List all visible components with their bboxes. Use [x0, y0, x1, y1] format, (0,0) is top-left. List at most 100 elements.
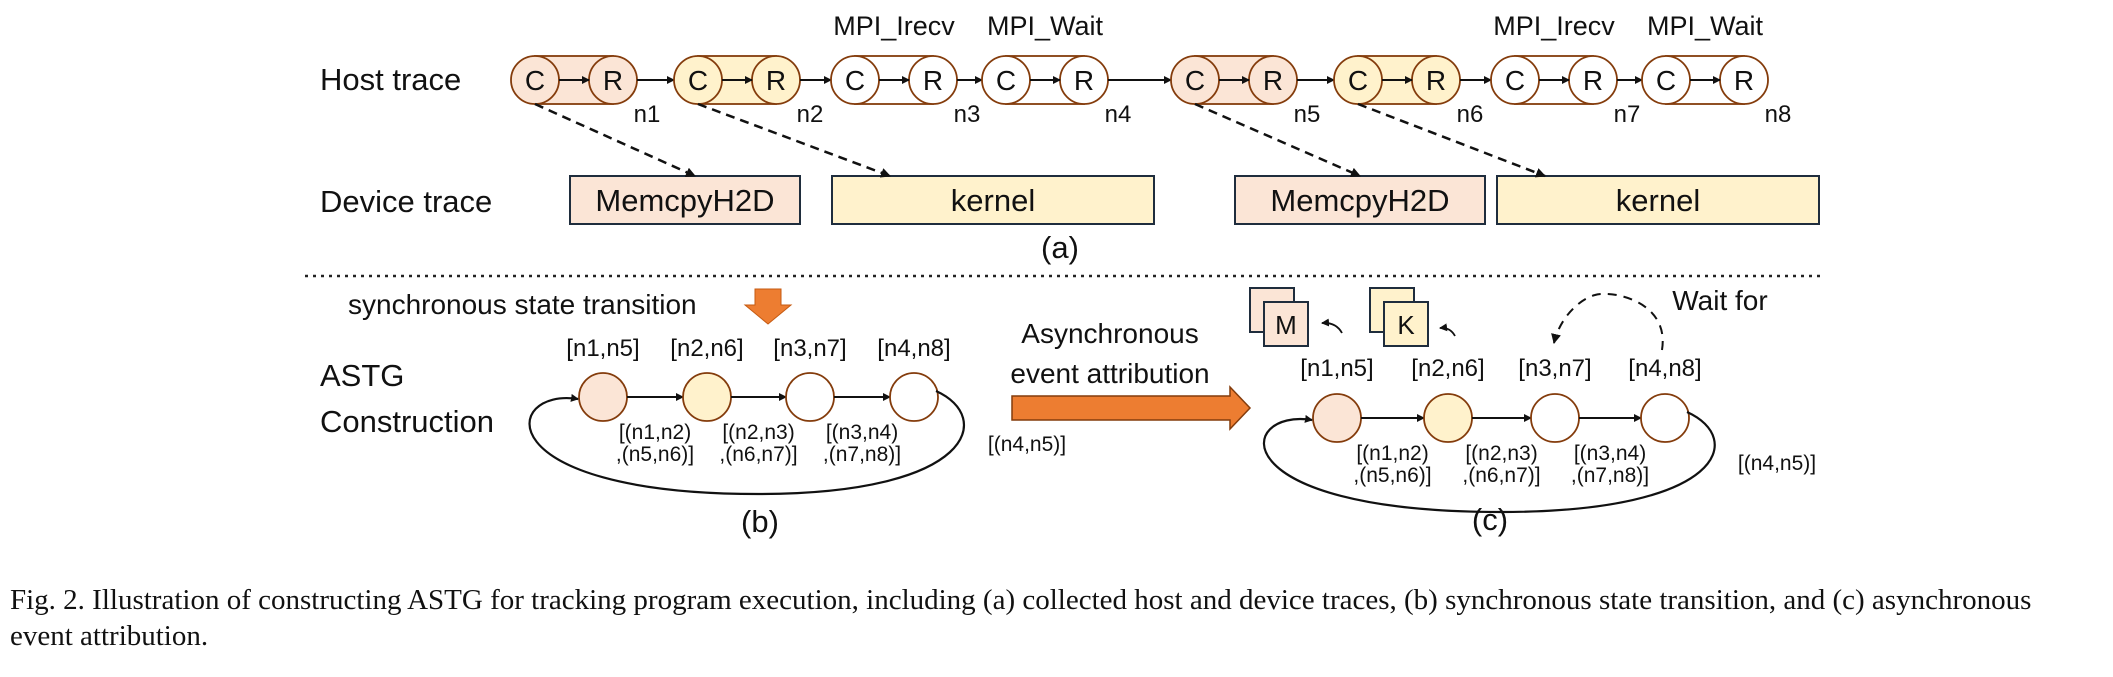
host-device-link: [534, 102, 696, 178]
right-arrow-icon: [1011, 385, 1252, 431]
node-id-label: n2: [797, 101, 824, 128]
host-device-link: [697, 102, 891, 178]
host-node-n5: C Rn5: [1170, 55, 1321, 128]
transition-label: ,(n6,n7)]: [719, 443, 797, 466]
device-event-label: kernel: [951, 183, 1035, 218]
node-id-label: n1: [634, 101, 661, 128]
return-label: R: [1074, 65, 1094, 96]
call-label: C: [688, 65, 708, 96]
node-id-label: n7: [1614, 101, 1641, 128]
down-arrow-icon: [743, 288, 793, 325]
device-event-box: [1234, 175, 1486, 225]
host-device-links: [534, 102, 1546, 178]
state-label: [n1,n5]: [566, 335, 639, 362]
device-event-label: MemcpyH2D: [1270, 183, 1449, 218]
device-event-label: MemcpyH2D: [595, 183, 774, 218]
async-label-line1: Asynchronous: [1021, 318, 1198, 349]
state-node: [578, 372, 628, 422]
transition-label: [(n2,n3): [1465, 442, 1537, 465]
transition-label: [(n3,n4): [826, 421, 898, 444]
astg-diagram: Host trace Device trace C Rn1 C Rn2 C Rn3 MPI_…: [305, 11, 1820, 539]
astg-graph-b: [n1,n5][(n1,n2),(n5,n6)][n2,n6][(n2,n3),…: [528, 335, 1066, 496]
mpi-call-label: MPI_Irecv: [833, 11, 955, 41]
state-label: [n3,n7]: [1518, 355, 1591, 382]
mpi-call-label: MPI_Irecv: [1493, 11, 1615, 41]
wait-for-arrow: [1551, 292, 1664, 351]
transition-label: [(n1,n2): [1356, 442, 1428, 465]
call-label: C: [1505, 65, 1525, 96]
host-device-link: [1194, 102, 1361, 178]
transition-label: ,(n7,n8)]: [823, 443, 901, 466]
return-label: R: [923, 65, 943, 96]
state-node: [889, 372, 939, 422]
memcpy-tag-label: M: [1275, 310, 1297, 340]
astg-title-2: Construction: [320, 404, 494, 439]
host-node-n8: C Rn8 MPI_Wait: [1641, 11, 1792, 128]
state-node: [682, 372, 732, 422]
device-event-kernel: kernel: [831, 175, 1155, 225]
host-trace-label: Host trace: [320, 62, 461, 97]
return-label: R: [1426, 65, 1446, 96]
return-label: R: [766, 65, 786, 96]
sync-transition-label: synchronous state transition: [348, 289, 697, 320]
device-event-box: [1496, 175, 1820, 225]
state-node: [1423, 393, 1473, 443]
kernel-tag: K: [1369, 287, 1429, 347]
host-node-n1: C Rn1: [510, 55, 661, 128]
device-trace-label: Device trace: [320, 184, 492, 219]
return-label: R: [1263, 65, 1283, 96]
state-label: [n2,n6]: [670, 335, 743, 362]
device-trace: MemcpyH2D kernel MemcpyH2D kernel: [569, 175, 1820, 225]
transition-label: ,(n6,n7)]: [1462, 464, 1540, 487]
state-node: [1640, 393, 1690, 443]
call-label: C: [1656, 65, 1676, 96]
sub-label-a: (a): [1041, 230, 1079, 265]
call-label: C: [1185, 65, 1205, 96]
call-label: C: [845, 65, 865, 96]
return-label: R: [1583, 65, 1603, 96]
back-edge-arrow: [1262, 410, 1716, 514]
transition-label: [(n1,n2): [619, 421, 691, 444]
host-device-link: [1357, 102, 1546, 178]
sub-label-c: (c): [1472, 502, 1508, 537]
state-node: [1312, 393, 1362, 443]
call-label: C: [525, 65, 545, 96]
node-id-label: n5: [1294, 101, 1321, 128]
state-label: [n2,n6]: [1411, 355, 1484, 382]
figure-caption: Fig. 2. Illustration of constructing AST…: [10, 584, 2032, 652]
node-id-label: n3: [954, 101, 981, 128]
node-id-label: n8: [1765, 101, 1792, 128]
host-node-n7: C Rn7 MPI_Irecv: [1490, 11, 1641, 128]
return-label: R: [1734, 65, 1754, 96]
state-label: [n4,n8]: [1628, 355, 1701, 382]
device-event-memcpyh2d: MemcpyH2D: [569, 175, 801, 225]
memcpy-tag: M: [1249, 287, 1309, 347]
back-edge-label: [(n4,n5)]: [1738, 452, 1816, 475]
transition-label: ,(n5,n6)]: [1353, 464, 1431, 487]
sub-label-b: (b): [741, 504, 779, 539]
astg-title: ASTG: [320, 358, 404, 393]
state-label: [n4,n8]: [877, 335, 950, 362]
device-event-kernel: kernel: [1496, 175, 1820, 225]
return-label: R: [603, 65, 623, 96]
state-node: [785, 372, 835, 422]
kernel-tag-arrow: [1439, 323, 1456, 337]
kernel-tag-label: K: [1397, 310, 1415, 340]
transition-label: [(n3,n4): [1574, 442, 1646, 465]
call-label: C: [996, 65, 1016, 96]
mpi-call-label: MPI_Wait: [987, 11, 1104, 41]
transition-label: [(n2,n3): [722, 421, 794, 444]
wait-for-label: Wait for: [1672, 285, 1767, 316]
host-node-n2: C Rn2: [673, 55, 824, 128]
state-label: [n3,n7]: [773, 335, 846, 362]
device-event-box: [831, 175, 1155, 225]
host-node-n3: C Rn3 MPI_Irecv: [830, 11, 981, 128]
mpi-call-label: MPI_Wait: [1647, 11, 1764, 41]
transition-label: ,(n7,n8)]: [1571, 464, 1649, 487]
device-event-label: kernel: [1616, 183, 1700, 218]
node-id-label: n6: [1457, 101, 1484, 128]
memcpy-tag-arrow: [1321, 318, 1343, 334]
